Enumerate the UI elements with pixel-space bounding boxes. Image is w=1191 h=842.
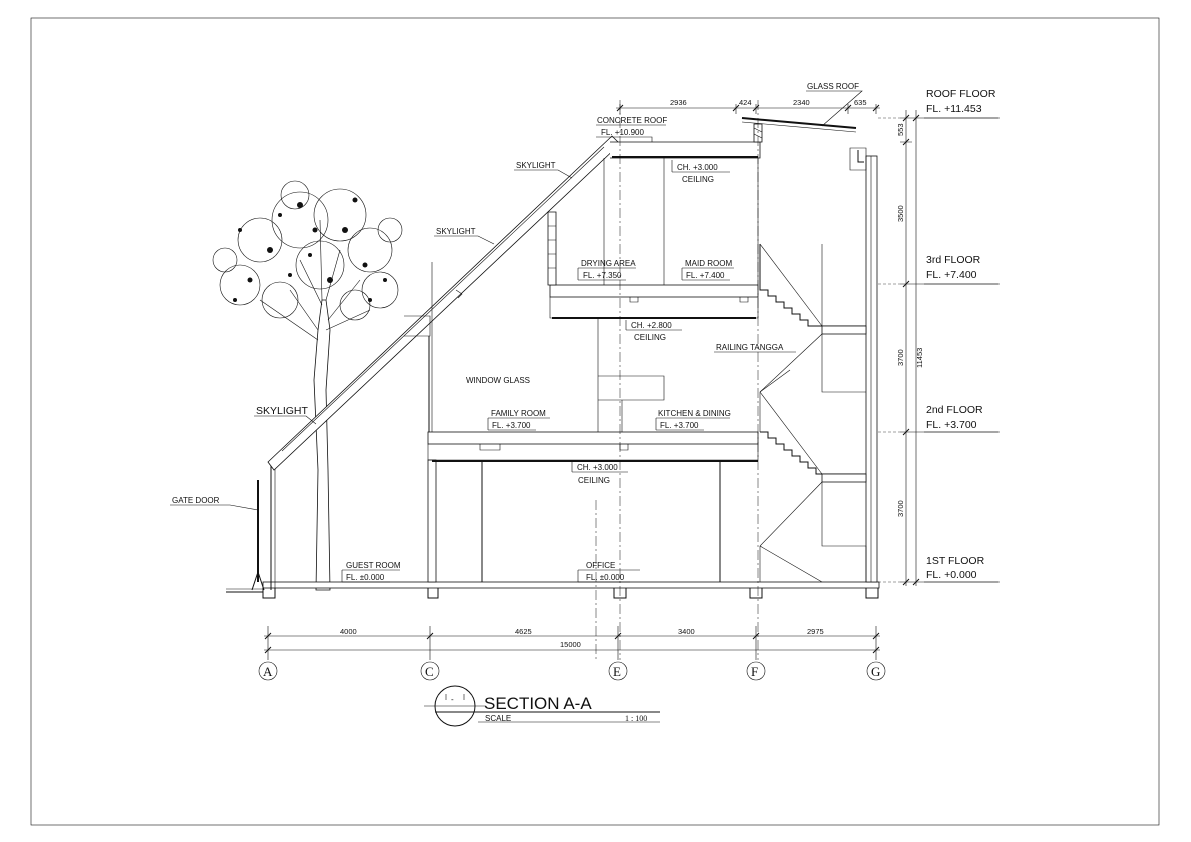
grid-label-g: G bbox=[871, 664, 880, 679]
guest-room-label: GUEST ROOM bbox=[346, 561, 401, 570]
skylight-lower-label: SKYLIGHT bbox=[256, 405, 309, 417]
scale-label: SCALE bbox=[485, 714, 511, 723]
stairs bbox=[759, 243, 867, 583]
ceiling-low-label: CEILING bbox=[578, 476, 610, 485]
gate-door bbox=[251, 462, 276, 591]
maid-room-level: FL. +7.400 bbox=[686, 271, 725, 280]
level-3rd-name: 3rd FLOOR bbox=[926, 254, 981, 266]
concrete-roof-label: CONCRETE ROOF bbox=[597, 116, 667, 125]
level-roof-name: ROOF FLOOR bbox=[926, 88, 996, 100]
glass-roof-label: GLASS ROOF bbox=[807, 82, 859, 91]
railing-label: RAILING TANGGA bbox=[716, 343, 784, 352]
drying-area-level: FL. +7.350 bbox=[583, 271, 622, 280]
scale-value: 1 : 100 bbox=[625, 714, 647, 723]
office-level: FL. ±0.000 bbox=[586, 573, 625, 582]
skylight-upper-label: SKYLIGHT bbox=[516, 161, 556, 170]
dim-top-4: 635 bbox=[854, 98, 867, 107]
maid-room-label: MAID ROOM bbox=[685, 259, 732, 268]
dim-top-2: 424 bbox=[739, 98, 752, 107]
dim-vert-553: 553 bbox=[896, 123, 905, 136]
ceiling-mid-label: CEILING bbox=[634, 333, 666, 342]
ceiling-top-label: CEILING bbox=[682, 175, 714, 184]
dim-top-3: 2340 bbox=[793, 98, 810, 107]
dim-top-1: 2936 bbox=[670, 98, 687, 107]
dim-bottom-1: 4000 bbox=[340, 627, 357, 636]
grid-axis-lines bbox=[595, 100, 759, 660]
dim-bottom-3: 3400 bbox=[678, 627, 695, 636]
office-label: OFFICE bbox=[586, 561, 615, 570]
family-room-label: FAMILY ROOM bbox=[491, 409, 546, 418]
ceiling-height-low: CH. +3.000 bbox=[577, 463, 618, 472]
grid-label-e: E bbox=[613, 664, 621, 679]
top-dimensions bbox=[616, 104, 880, 114]
dim-bottom-2: 4625 bbox=[515, 627, 532, 636]
ground-slab bbox=[226, 581, 880, 599]
walls bbox=[427, 155, 878, 583]
tree-illustration bbox=[212, 180, 403, 591]
ceiling-height-mid: CH. +2.800 bbox=[631, 321, 672, 330]
section-mark: - bbox=[451, 695, 454, 704]
label-leaders bbox=[170, 90, 998, 583]
level-2nd-fl: FL. +3.700 bbox=[926, 419, 977, 431]
grid-label-f: F bbox=[751, 664, 758, 679]
dim-vert-total: 11453 bbox=[915, 348, 924, 368]
dim-vert-3700-upper: 3700 bbox=[896, 349, 905, 366]
floor-slabs bbox=[427, 141, 761, 462]
gate-door-label: GATE DOOR bbox=[172, 496, 220, 505]
level-1st-fl: FL. +0.000 bbox=[926, 569, 977, 581]
level-1st-name: 1ST FLOOR bbox=[926, 555, 985, 567]
concrete-roof-level: FL. +10.900 bbox=[601, 128, 644, 137]
grid-bubbles bbox=[258, 661, 886, 681]
ceiling-height-top: CH. +3.000 bbox=[677, 163, 718, 172]
section-title: SECTION A-A bbox=[484, 694, 592, 713]
dim-bottom-4: 2975 bbox=[807, 627, 824, 636]
section-title-block bbox=[424, 685, 660, 727]
guest-room-level: FL. ±0.000 bbox=[346, 573, 385, 582]
bottom-dimensions bbox=[264, 626, 880, 660]
kitchen-level: FL. +3.700 bbox=[660, 421, 699, 430]
glass-roof bbox=[741, 117, 867, 171]
skylight-mid-label: SKYLIGHT bbox=[436, 227, 476, 236]
level-2nd-name: 2nd FLOOR bbox=[926, 404, 983, 416]
grid-label-c: C bbox=[425, 664, 434, 679]
kitchen-label: KITCHEN & DINING bbox=[658, 409, 731, 418]
dim-vert-3500: 3500 bbox=[896, 205, 905, 222]
level-3rd-fl: FL. +7.400 bbox=[926, 269, 977, 281]
window-glass-label: WINDOW GLASS bbox=[466, 376, 530, 385]
right-dimensions bbox=[878, 110, 1000, 586]
dim-total: 15000 bbox=[560, 640, 581, 649]
sheet-border bbox=[30, 17, 1160, 826]
grid-label-a: A bbox=[263, 664, 273, 679]
drying-area-label: DRYING AREA bbox=[581, 259, 636, 268]
family-room-level: FL. +3.700 bbox=[492, 421, 531, 430]
dim-vert-3700-lower: 3700 bbox=[896, 500, 905, 517]
level-roof-fl: FL. +11.453 bbox=[926, 103, 982, 115]
